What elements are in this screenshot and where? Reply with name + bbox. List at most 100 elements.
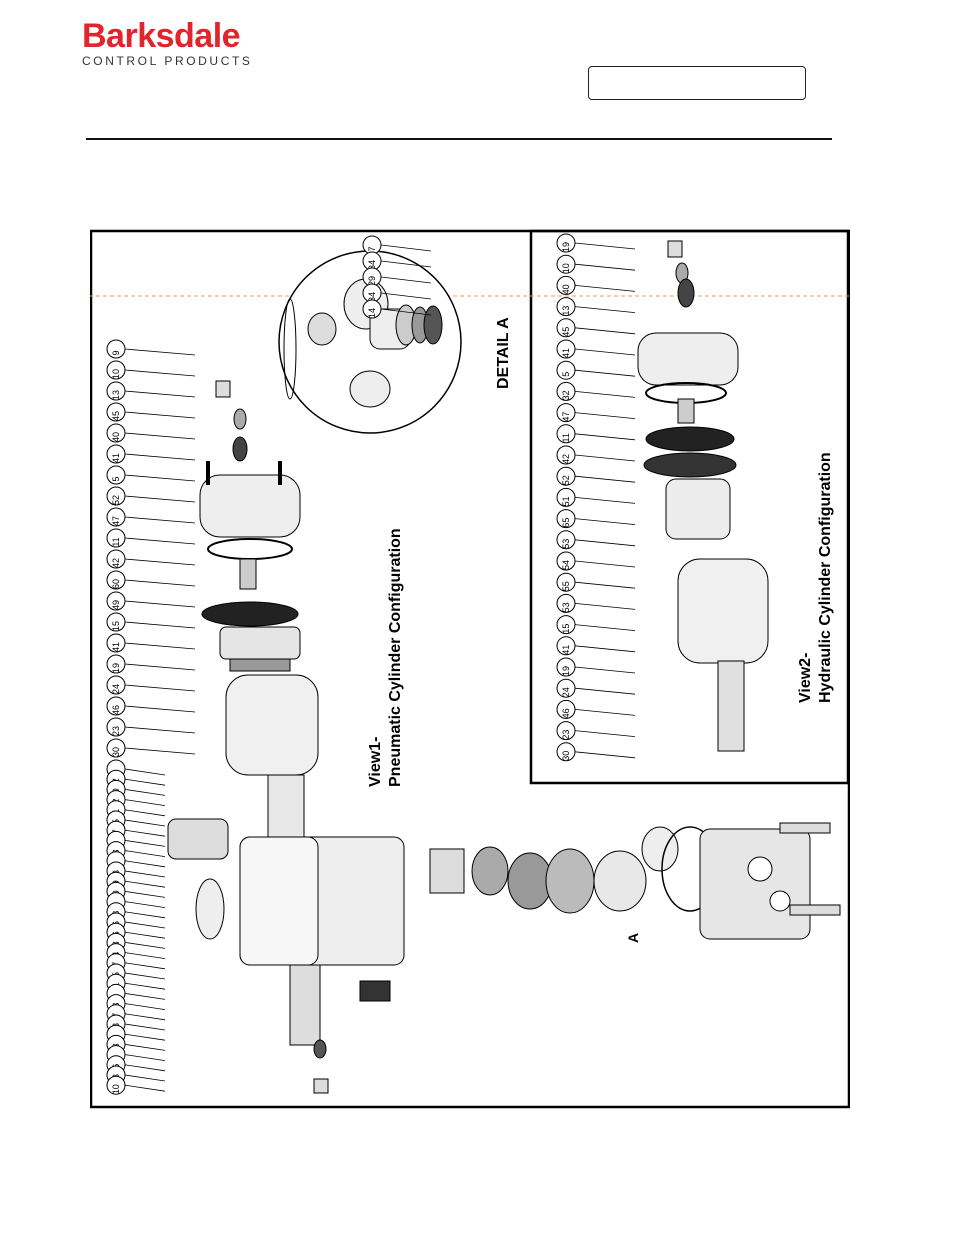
callout-bubble bbox=[556, 615, 576, 635]
callout-bubble bbox=[556, 509, 576, 529]
callout-number: 10 bbox=[111, 369, 121, 379]
callout-number: 42 bbox=[561, 454, 571, 464]
callout-leader bbox=[124, 705, 196, 713]
callout-leader bbox=[574, 539, 636, 547]
callout-leader bbox=[124, 819, 166, 827]
callout-leader bbox=[124, 840, 166, 847]
callout-leader bbox=[574, 475, 636, 483]
callout-leader bbox=[124, 1003, 166, 1010]
callout-number: 45 bbox=[111, 411, 121, 421]
callout-leader bbox=[124, 829, 166, 837]
callout-leader bbox=[124, 799, 166, 806]
view1-title-line1: View1- bbox=[367, 737, 384, 787]
callout-number: 52 bbox=[111, 495, 121, 505]
callout-number: 41 bbox=[111, 642, 121, 652]
callout-leader bbox=[124, 768, 166, 776]
callout-leader bbox=[124, 1084, 166, 1092]
callout-leader bbox=[380, 244, 432, 252]
callout-leader bbox=[124, 1044, 166, 1051]
detail-a-callout bbox=[278, 250, 462, 434]
detail-marker: A bbox=[625, 933, 641, 943]
callout-bubble bbox=[556, 275, 576, 295]
exploded-view-drawing: DETAIL A bbox=[90, 229, 850, 1109]
callout-leader bbox=[124, 789, 166, 796]
brand-tagline: CONTROL PRODUCTS bbox=[82, 54, 253, 68]
callout-number: 54 bbox=[561, 560, 571, 570]
callout-leader bbox=[124, 432, 196, 440]
callout-leader bbox=[574, 348, 636, 356]
callout-leader bbox=[124, 891, 166, 898]
callout-leader bbox=[574, 687, 636, 695]
callout-number: 7 bbox=[367, 246, 377, 251]
callout-number: 46 bbox=[561, 708, 571, 718]
callout-number: 49 bbox=[111, 600, 121, 610]
callout-leader bbox=[124, 1023, 166, 1031]
callout-leader bbox=[574, 497, 636, 504]
callout-leader bbox=[124, 870, 166, 878]
callout-leader bbox=[380, 260, 432, 268]
callout-number: 11 bbox=[561, 433, 571, 442]
callout-leader bbox=[124, 642, 196, 650]
callout-number: 19 bbox=[561, 242, 571, 252]
callout-number: 30 bbox=[111, 747, 121, 757]
callout-leader bbox=[124, 809, 166, 817]
view1-title: View1- Pneumatic Cylinder Configuration bbox=[367, 528, 404, 787]
callout-leader bbox=[124, 1033, 166, 1041]
callout-bubble bbox=[556, 721, 576, 741]
callout-number: 5 bbox=[111, 476, 121, 481]
callout-number: 45 bbox=[561, 327, 571, 337]
callout-leader bbox=[574, 369, 636, 377]
callout-leader bbox=[124, 962, 166, 970]
callout-number: 19 bbox=[561, 666, 571, 676]
callout-leader bbox=[574, 730, 636, 737]
callout-leader bbox=[574, 263, 636, 271]
callout-leader bbox=[124, 850, 166, 857]
callout-number: 24 bbox=[561, 687, 571, 697]
callout-leader bbox=[124, 972, 166, 980]
callout-number: 51 bbox=[561, 496, 571, 506]
callout-number: 34 bbox=[367, 292, 377, 302]
document-number-box bbox=[588, 66, 806, 100]
view2-callouts: 1910401345415324711425251655354555315411… bbox=[556, 233, 636, 762]
callout-leader bbox=[124, 747, 196, 755]
callout-leader bbox=[124, 1013, 166, 1021]
callout-number: 13 bbox=[111, 390, 121, 400]
callout-leader bbox=[124, 1074, 166, 1082]
callout-leader bbox=[124, 369, 196, 377]
callout-number: 10 bbox=[111, 1084, 121, 1094]
callout-leader bbox=[124, 931, 166, 939]
callout-number: 53 bbox=[561, 602, 571, 612]
callout-number: 9 bbox=[111, 350, 121, 355]
callout-number: 23 bbox=[111, 726, 121, 736]
callout-leader bbox=[574, 666, 636, 674]
callout-number: 13 bbox=[561, 306, 571, 316]
callout-number: 42 bbox=[111, 558, 121, 568]
callout-leader bbox=[124, 600, 196, 608]
callout-leader bbox=[574, 412, 636, 419]
callout-leader bbox=[574, 581, 636, 589]
callout-leader bbox=[124, 411, 196, 419]
callout-number: 65 bbox=[561, 518, 571, 528]
callout-leader bbox=[574, 624, 636, 631]
callout-leader bbox=[124, 453, 196, 461]
callout-number: 11 bbox=[111, 537, 121, 546]
view2-title: View2- Hydraulic Cylinder Configuration bbox=[797, 452, 834, 703]
callout-leader bbox=[124, 921, 166, 929]
callout-leader bbox=[574, 560, 636, 568]
callout-number: 32 bbox=[561, 390, 571, 400]
header-rule bbox=[86, 138, 832, 140]
callout-leader bbox=[574, 518, 636, 525]
callout-leader bbox=[574, 306, 636, 313]
callout-leader bbox=[574, 645, 636, 653]
callout-leader bbox=[124, 558, 196, 566]
callout-number: 55 bbox=[561, 581, 571, 591]
callout-leader bbox=[124, 474, 196, 482]
callout-leader bbox=[380, 292, 432, 300]
callout-leader bbox=[124, 1064, 166, 1072]
callout-leader bbox=[574, 433, 636, 441]
callout-number: 29 bbox=[367, 276, 377, 286]
callout-leader bbox=[124, 778, 166, 786]
callout-number: 15 bbox=[111, 621, 121, 631]
